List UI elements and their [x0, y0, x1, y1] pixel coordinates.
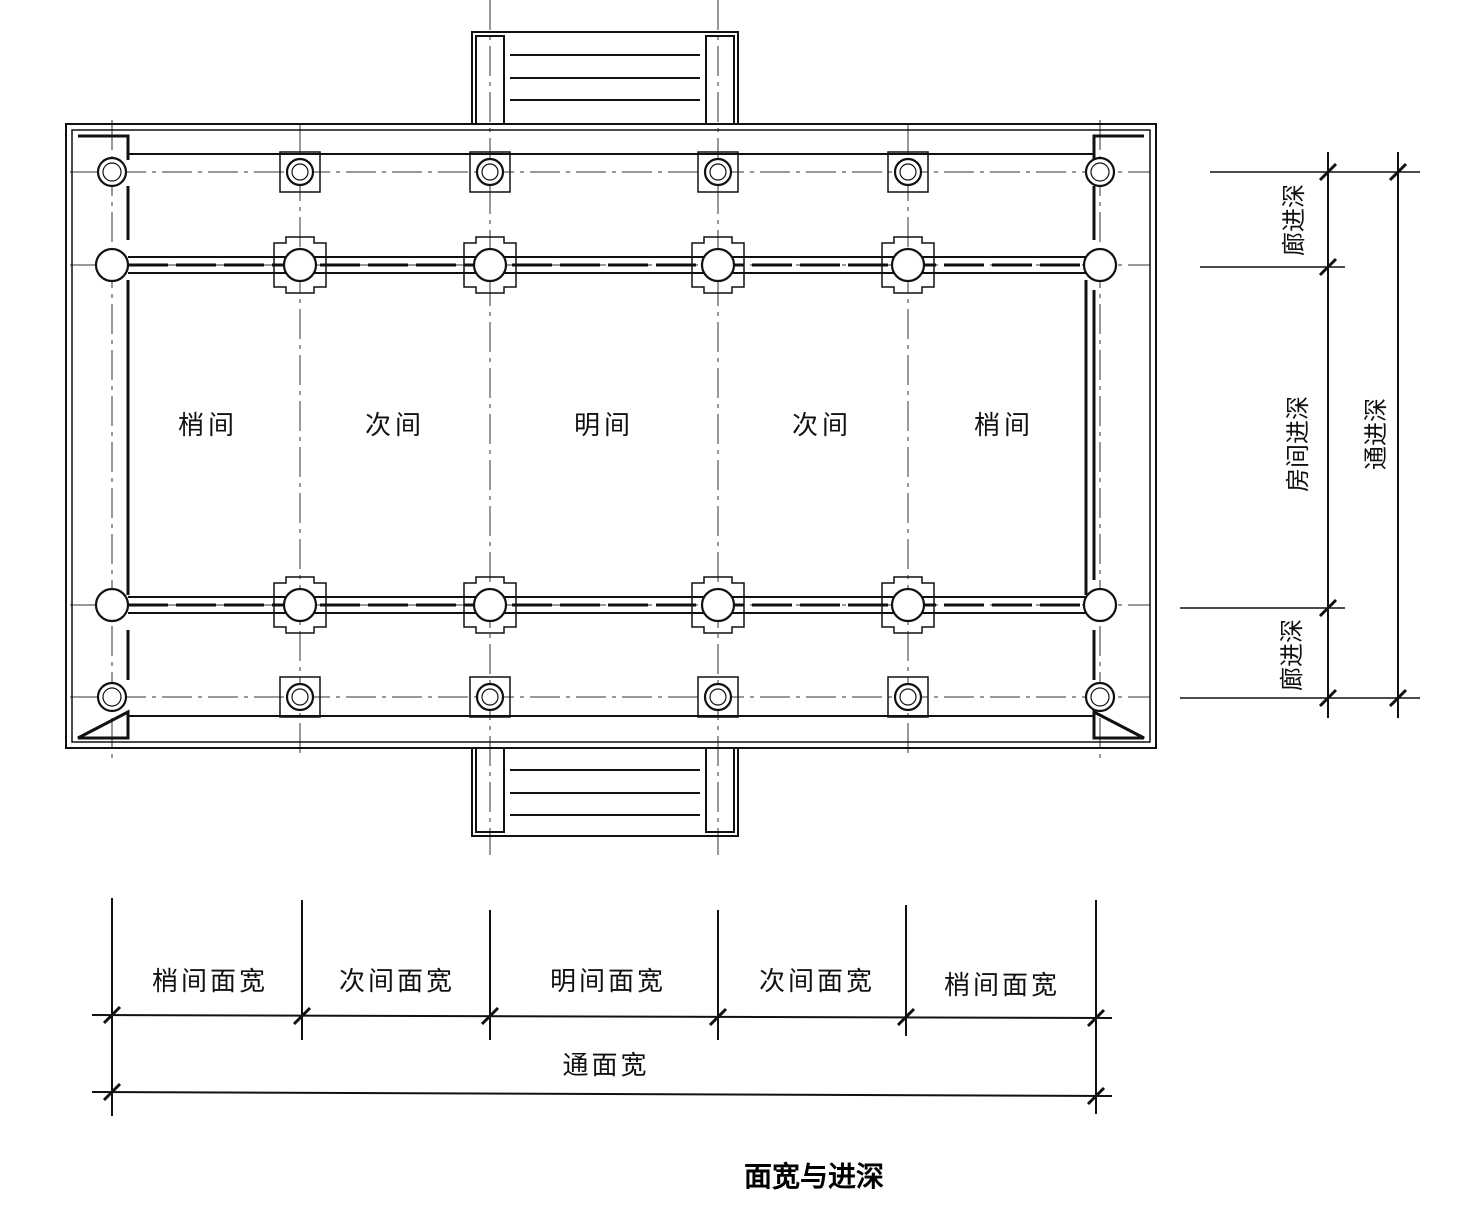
column — [94, 247, 130, 283]
depth-dimensions — [1180, 152, 1420, 718]
column — [279, 676, 321, 718]
room-label: 明间 — [574, 411, 634, 441]
front-wall — [128, 256, 1094, 274]
room-labels: 梢间 次间 明间 次间 梢间 — [178, 411, 1034, 441]
width-labels: 梢间面宽 次间面宽 明间面宽 次间面宽 梢间面宽 通面宽 — [152, 967, 1060, 1081]
room-label: 次间 — [365, 411, 425, 441]
room-depth-label: 房间进深 — [1284, 396, 1312, 492]
rear-corridor-depth-label: 廊进深 — [1278, 619, 1306, 691]
column — [279, 151, 321, 193]
bay-width-label: 次间面宽 — [759, 967, 875, 997]
column — [697, 676, 739, 718]
figure-caption: 面宽与进深 — [744, 1160, 884, 1193]
column — [881, 236, 935, 294]
column — [463, 236, 517, 294]
bay-width-label: 梢间面宽 — [944, 971, 1060, 1001]
column — [469, 676, 511, 718]
room-label: 梢间 — [974, 411, 1034, 441]
column — [1084, 156, 1116, 188]
column — [887, 151, 929, 193]
front-steps — [471, 31, 739, 125]
column — [96, 156, 128, 188]
rear-steps — [471, 747, 739, 837]
column — [273, 236, 327, 294]
column — [691, 576, 745, 634]
column — [96, 681, 128, 713]
side-walls — [126, 280, 1088, 595]
width-dimensions — [91, 898, 1113, 1116]
column — [94, 587, 130, 623]
room-label: 梢间 — [178, 411, 238, 441]
total-width-label: 通面宽 — [562, 1051, 649, 1081]
eave-lines — [128, 153, 1094, 717]
bay-width-label: 次间面宽 — [339, 967, 455, 997]
rear-wall — [128, 596, 1094, 614]
column — [1084, 681, 1116, 713]
columns — [94, 151, 1118, 718]
column — [881, 576, 935, 634]
front-corridor-depth-label: 廊进深 — [1280, 184, 1308, 256]
bay-width-label: 明间面宽 — [550, 967, 666, 997]
column — [469, 151, 511, 193]
column — [1082, 247, 1118, 283]
total-depth-label: 通进深 — [1362, 398, 1390, 470]
room-label: 次间 — [792, 411, 852, 441]
column — [273, 576, 327, 634]
column — [887, 676, 929, 718]
column — [697, 151, 739, 193]
depth-labels: 廊进深 房间进深 廊进深 通进深 — [1278, 184, 1390, 691]
column — [1082, 587, 1118, 623]
column — [463, 576, 517, 634]
bay-width-label: 梢间面宽 — [152, 967, 268, 997]
column — [691, 236, 745, 294]
